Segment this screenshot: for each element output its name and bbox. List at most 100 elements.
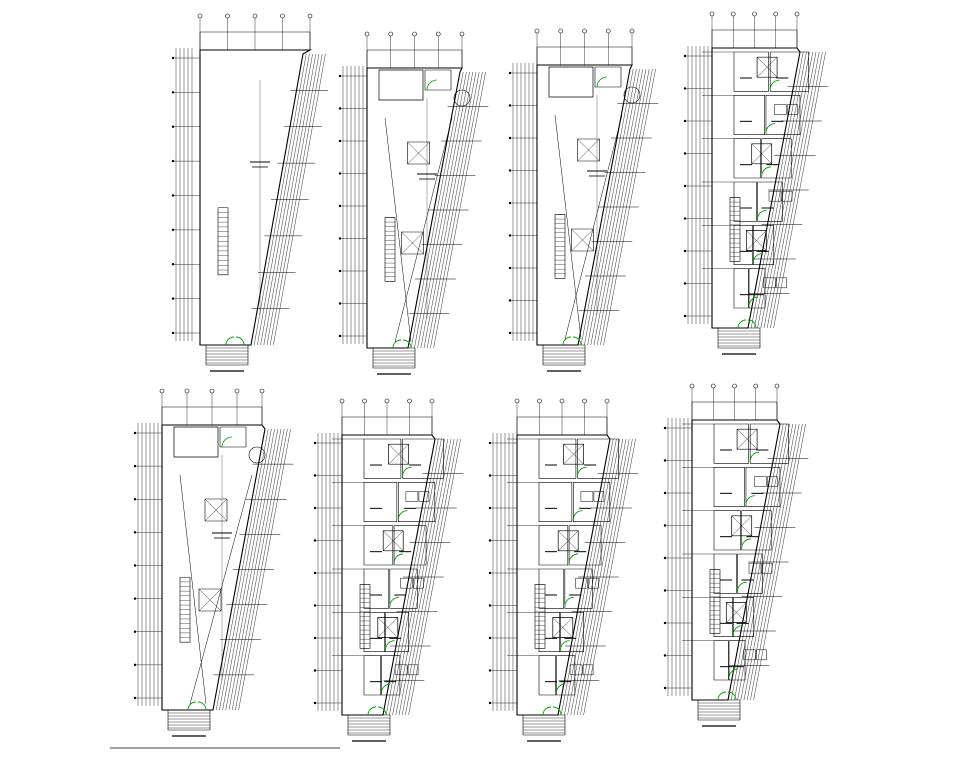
room xyxy=(573,482,610,521)
bathroom-box xyxy=(220,427,246,447)
door-swing xyxy=(393,553,404,564)
grid-bubble xyxy=(582,398,587,404)
plan-2 xyxy=(338,31,489,374)
door-swing xyxy=(757,209,767,220)
toilet-box xyxy=(749,563,761,573)
grid-bubble xyxy=(732,383,737,389)
grid-bubble xyxy=(435,31,441,37)
plan-6 xyxy=(313,398,464,741)
grid-bubble xyxy=(537,398,542,404)
room xyxy=(556,656,575,695)
grid-bubble xyxy=(663,654,667,657)
room xyxy=(738,554,763,593)
plan-5 xyxy=(133,388,293,736)
grid-bubble xyxy=(773,11,779,17)
sink-box xyxy=(762,563,772,573)
grid-bubble xyxy=(558,28,564,34)
room xyxy=(539,526,568,565)
grid-bubble xyxy=(338,107,342,110)
grid-bubble xyxy=(559,398,565,404)
core-cross xyxy=(389,444,409,464)
door-swing xyxy=(748,296,759,307)
door-swing xyxy=(389,596,399,607)
door-swing xyxy=(761,166,771,177)
grid-bubble xyxy=(313,701,317,705)
entry-door-swing xyxy=(392,339,402,349)
core-cross xyxy=(558,531,578,551)
service-core xyxy=(174,427,218,457)
elevator-core xyxy=(553,618,573,638)
grid-bubble xyxy=(338,237,342,240)
core-cross xyxy=(553,618,573,638)
grid-bubble xyxy=(364,31,370,37)
grid-bubble xyxy=(683,217,687,220)
grid-bubble xyxy=(488,571,492,575)
grid-bubble xyxy=(683,119,687,123)
grid-bubble xyxy=(313,636,317,640)
grid-bubble xyxy=(488,701,492,705)
grid-bubble xyxy=(133,464,137,468)
toilet-box xyxy=(395,665,407,675)
entry-door-swing xyxy=(737,319,747,329)
door-swing xyxy=(564,596,574,607)
room xyxy=(539,612,560,651)
grid-bubble xyxy=(508,136,512,140)
column-cross xyxy=(199,589,221,611)
entry-door-swing xyxy=(747,319,757,329)
grid-bubble xyxy=(133,498,137,501)
room xyxy=(364,656,381,695)
room xyxy=(714,554,737,593)
grid-bubble xyxy=(508,201,512,205)
room xyxy=(364,569,389,608)
toilet-box xyxy=(581,492,593,502)
entrance-block xyxy=(718,328,760,348)
core-cross xyxy=(746,231,766,251)
grid-bubble xyxy=(683,54,687,58)
sink-box xyxy=(767,477,777,487)
column-block xyxy=(572,229,594,251)
grid-bubble xyxy=(508,169,512,172)
room xyxy=(753,225,774,264)
room xyxy=(386,612,409,651)
turning-circle xyxy=(248,446,266,464)
room xyxy=(749,269,765,308)
entrance-block xyxy=(523,715,565,735)
room xyxy=(539,439,576,478)
column-cross xyxy=(572,229,594,251)
grid-bubble xyxy=(338,172,342,175)
column-block xyxy=(205,499,227,521)
core-cross xyxy=(732,516,752,536)
elevator-core xyxy=(564,444,584,464)
ramp-diagonal xyxy=(395,118,452,342)
grid-bubble xyxy=(663,686,667,690)
grid-bubble xyxy=(488,669,492,672)
entrance-block xyxy=(168,710,210,730)
room xyxy=(742,511,772,550)
grid-bubble xyxy=(197,13,203,19)
grid-bubble xyxy=(133,531,137,534)
grid-bubble xyxy=(171,159,175,163)
grid-bubble xyxy=(508,71,512,75)
grid-bubble xyxy=(133,630,137,633)
entrance-block xyxy=(698,700,740,720)
room xyxy=(734,182,757,221)
plan-4 xyxy=(683,11,829,354)
grid-bubble xyxy=(280,13,285,19)
column-cross xyxy=(402,232,424,254)
grid-bubble xyxy=(663,491,667,495)
door-swing xyxy=(221,436,233,448)
grid-bubble xyxy=(508,104,512,107)
core-cross xyxy=(757,57,777,77)
entry-door-swing xyxy=(197,701,207,711)
door-swing xyxy=(380,683,391,694)
entrance-block xyxy=(373,348,415,368)
room xyxy=(734,52,769,91)
room xyxy=(390,569,418,608)
plan-3 xyxy=(508,28,659,371)
building-outline xyxy=(162,425,265,710)
grid-bubble xyxy=(339,398,345,404)
entry-door-swing xyxy=(727,691,737,701)
column-block xyxy=(578,139,600,161)
grid-bubble xyxy=(184,388,190,394)
grid-bubble xyxy=(133,431,137,435)
